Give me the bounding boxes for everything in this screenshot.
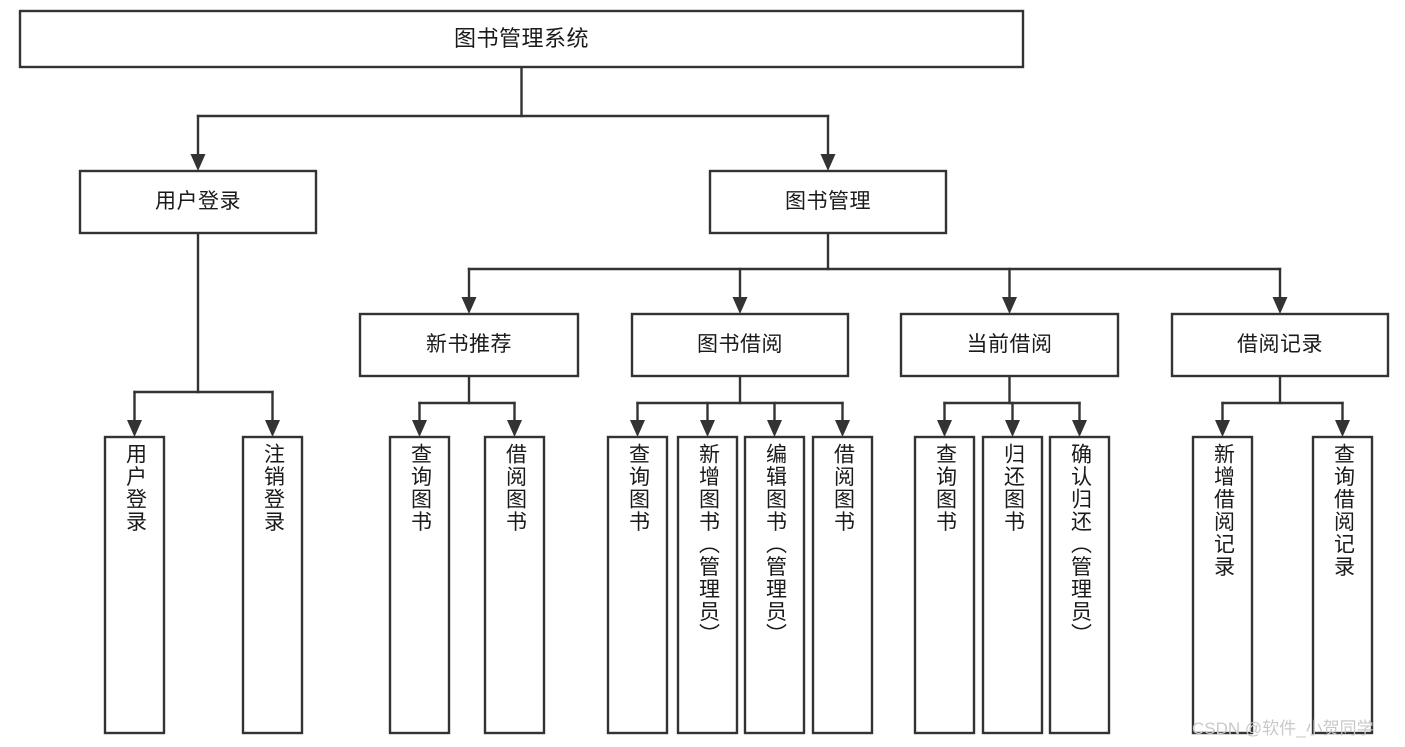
arrow-head-icon [1002,297,1017,314]
arrow-head-icon [412,420,427,437]
arrow-head-icon [630,420,645,437]
arrow-head-icon [127,420,142,437]
node-box-leaf-return-book[interactable] [981,435,1044,735]
node-box-leaf-edit-book[interactable] [743,435,806,735]
node-box-leaf-add-record[interactable] [1191,435,1254,735]
arrow-head-icon [835,420,850,437]
arrow-head-icon [732,297,748,314]
arrow-head-icon [190,154,206,171]
node-box-user-login[interactable] [78,169,318,235]
node-box-current-borrow[interactable] [899,312,1120,378]
edges-layer [127,65,1350,437]
node-box-leaf-confirm-return[interactable] [1048,435,1111,735]
arrow-head-icon [1272,297,1288,314]
node-box-leaf-user-login[interactable] [103,435,166,735]
node-box-leaf-borrow-book-1[interactable] [483,435,546,735]
arrow-head-icon [700,420,715,437]
node-box-borrow-record[interactable] [1170,312,1390,378]
arrow-head-icon [265,420,280,437]
node-box-root[interactable] [18,9,1025,69]
arrow-head-icon [1072,420,1087,437]
arrow-head-icon [461,297,477,314]
node-box-new-book-rec[interactable] [358,312,580,378]
node-box-leaf-add-book[interactable] [676,435,739,735]
node-box-book-borrow[interactable] [630,312,850,378]
node-box-leaf-borrow-book-2[interactable] [811,435,874,735]
arrow-head-icon [767,420,782,437]
node-box-book-manage[interactable] [708,169,948,235]
boxes-layer [18,9,1390,735]
arrow-head-icon [1005,420,1020,437]
node-box-leaf-query-book-3[interactable] [913,435,976,735]
node-box-leaf-query-record[interactable] [1311,435,1374,735]
arrow-head-icon [507,420,522,437]
arrow-head-icon [1335,420,1350,437]
arrow-head-icon [937,420,952,437]
node-box-leaf-user-logout[interactable] [241,435,304,735]
arrow-head-icon [820,154,836,171]
node-box-leaf-query-book-1[interactable] [388,435,451,735]
node-box-leaf-query-book-2[interactable] [606,435,669,735]
arrow-head-icon [1215,420,1230,437]
